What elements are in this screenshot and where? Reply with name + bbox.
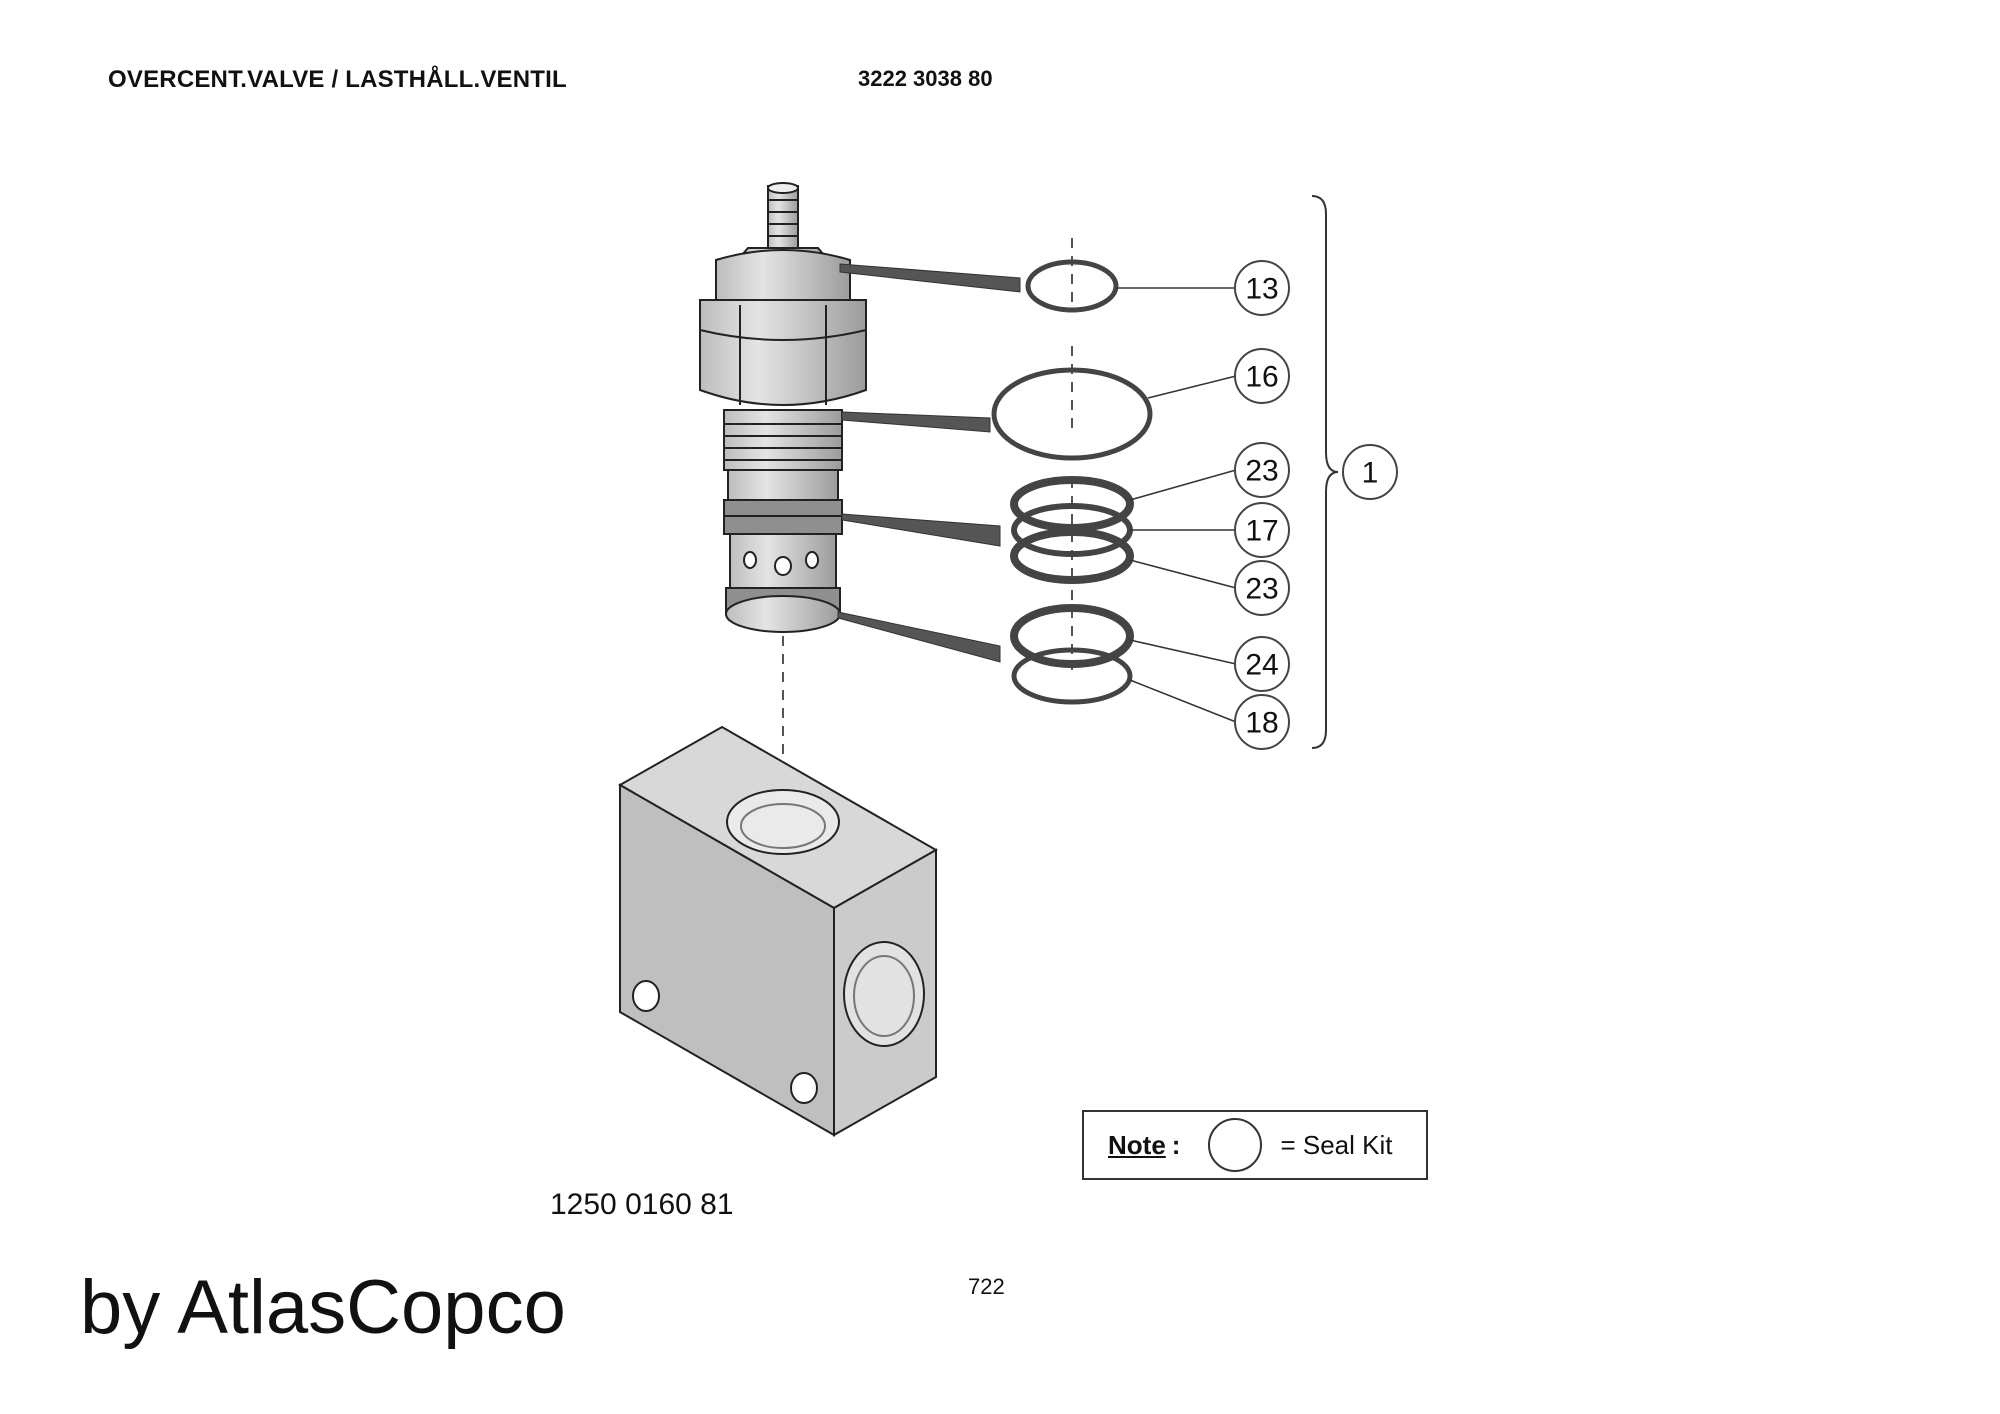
callout-label-23-upper: 23 (1245, 455, 1278, 488)
callout-label-23-lower: 23 (1245, 573, 1278, 606)
brand-watermark: by AtlasCopco (80, 1265, 566, 1350)
callout-balloons (1234, 260, 1398, 750)
cartridge-port (726, 789, 840, 855)
callout-13 (1234, 260, 1290, 316)
cartridge-valve (699, 182, 867, 633)
callout-label-16: 16 (1245, 361, 1278, 394)
side-port (843, 941, 925, 1047)
block-part-number: 1250 0160 81 (550, 1188, 734, 1221)
callout-24 (1234, 636, 1290, 692)
o-ring-24 (1010, 604, 1134, 668)
seal-kit-brace (1311, 195, 1339, 749)
callout-label-17: 17 (1245, 515, 1278, 548)
callout-1 (1342, 444, 1398, 500)
mounting-hole-right (790, 1072, 818, 1104)
backup-ring-18 (1011, 647, 1133, 705)
callout-18 (1234, 694, 1290, 750)
callout-16 (1234, 348, 1290, 404)
callout-label-13: 13 (1245, 273, 1278, 306)
backup-ring-23-lower (1010, 528, 1134, 584)
o-ring-16 (991, 367, 1153, 461)
callout-23-lower (1234, 560, 1290, 616)
o-ring-13 (1025, 259, 1119, 313)
callout-label-18: 18 (1245, 707, 1278, 740)
valve-block (617, 725, 939, 1137)
seal-kit-symbol (1208, 1118, 1263, 1172)
note-label: Note (1108, 1129, 1166, 1160)
seat-pointers (837, 263, 1021, 663)
note-text: = Seal Kit (1280, 1129, 1393, 1160)
page-number: 722 (968, 1274, 1005, 1299)
callout-label-1: 1 (1362, 457, 1379, 490)
callout-17 (1234, 502, 1290, 558)
seal-kit-note: Note : = Seal Kit (1082, 1110, 1428, 1180)
document-title: OVERCENT.VALVE / LASTHÅLL.VENTIL (108, 66, 567, 93)
leader-lines (1116, 287, 1237, 723)
assembly-part-number: 3222 3038 80 (858, 66, 993, 91)
callout-label-24: 24 (1245, 649, 1278, 682)
callout-23-upper (1234, 442, 1290, 498)
mounting-hole-left (632, 980, 660, 1012)
note-colon: : (1171, 1129, 1181, 1160)
